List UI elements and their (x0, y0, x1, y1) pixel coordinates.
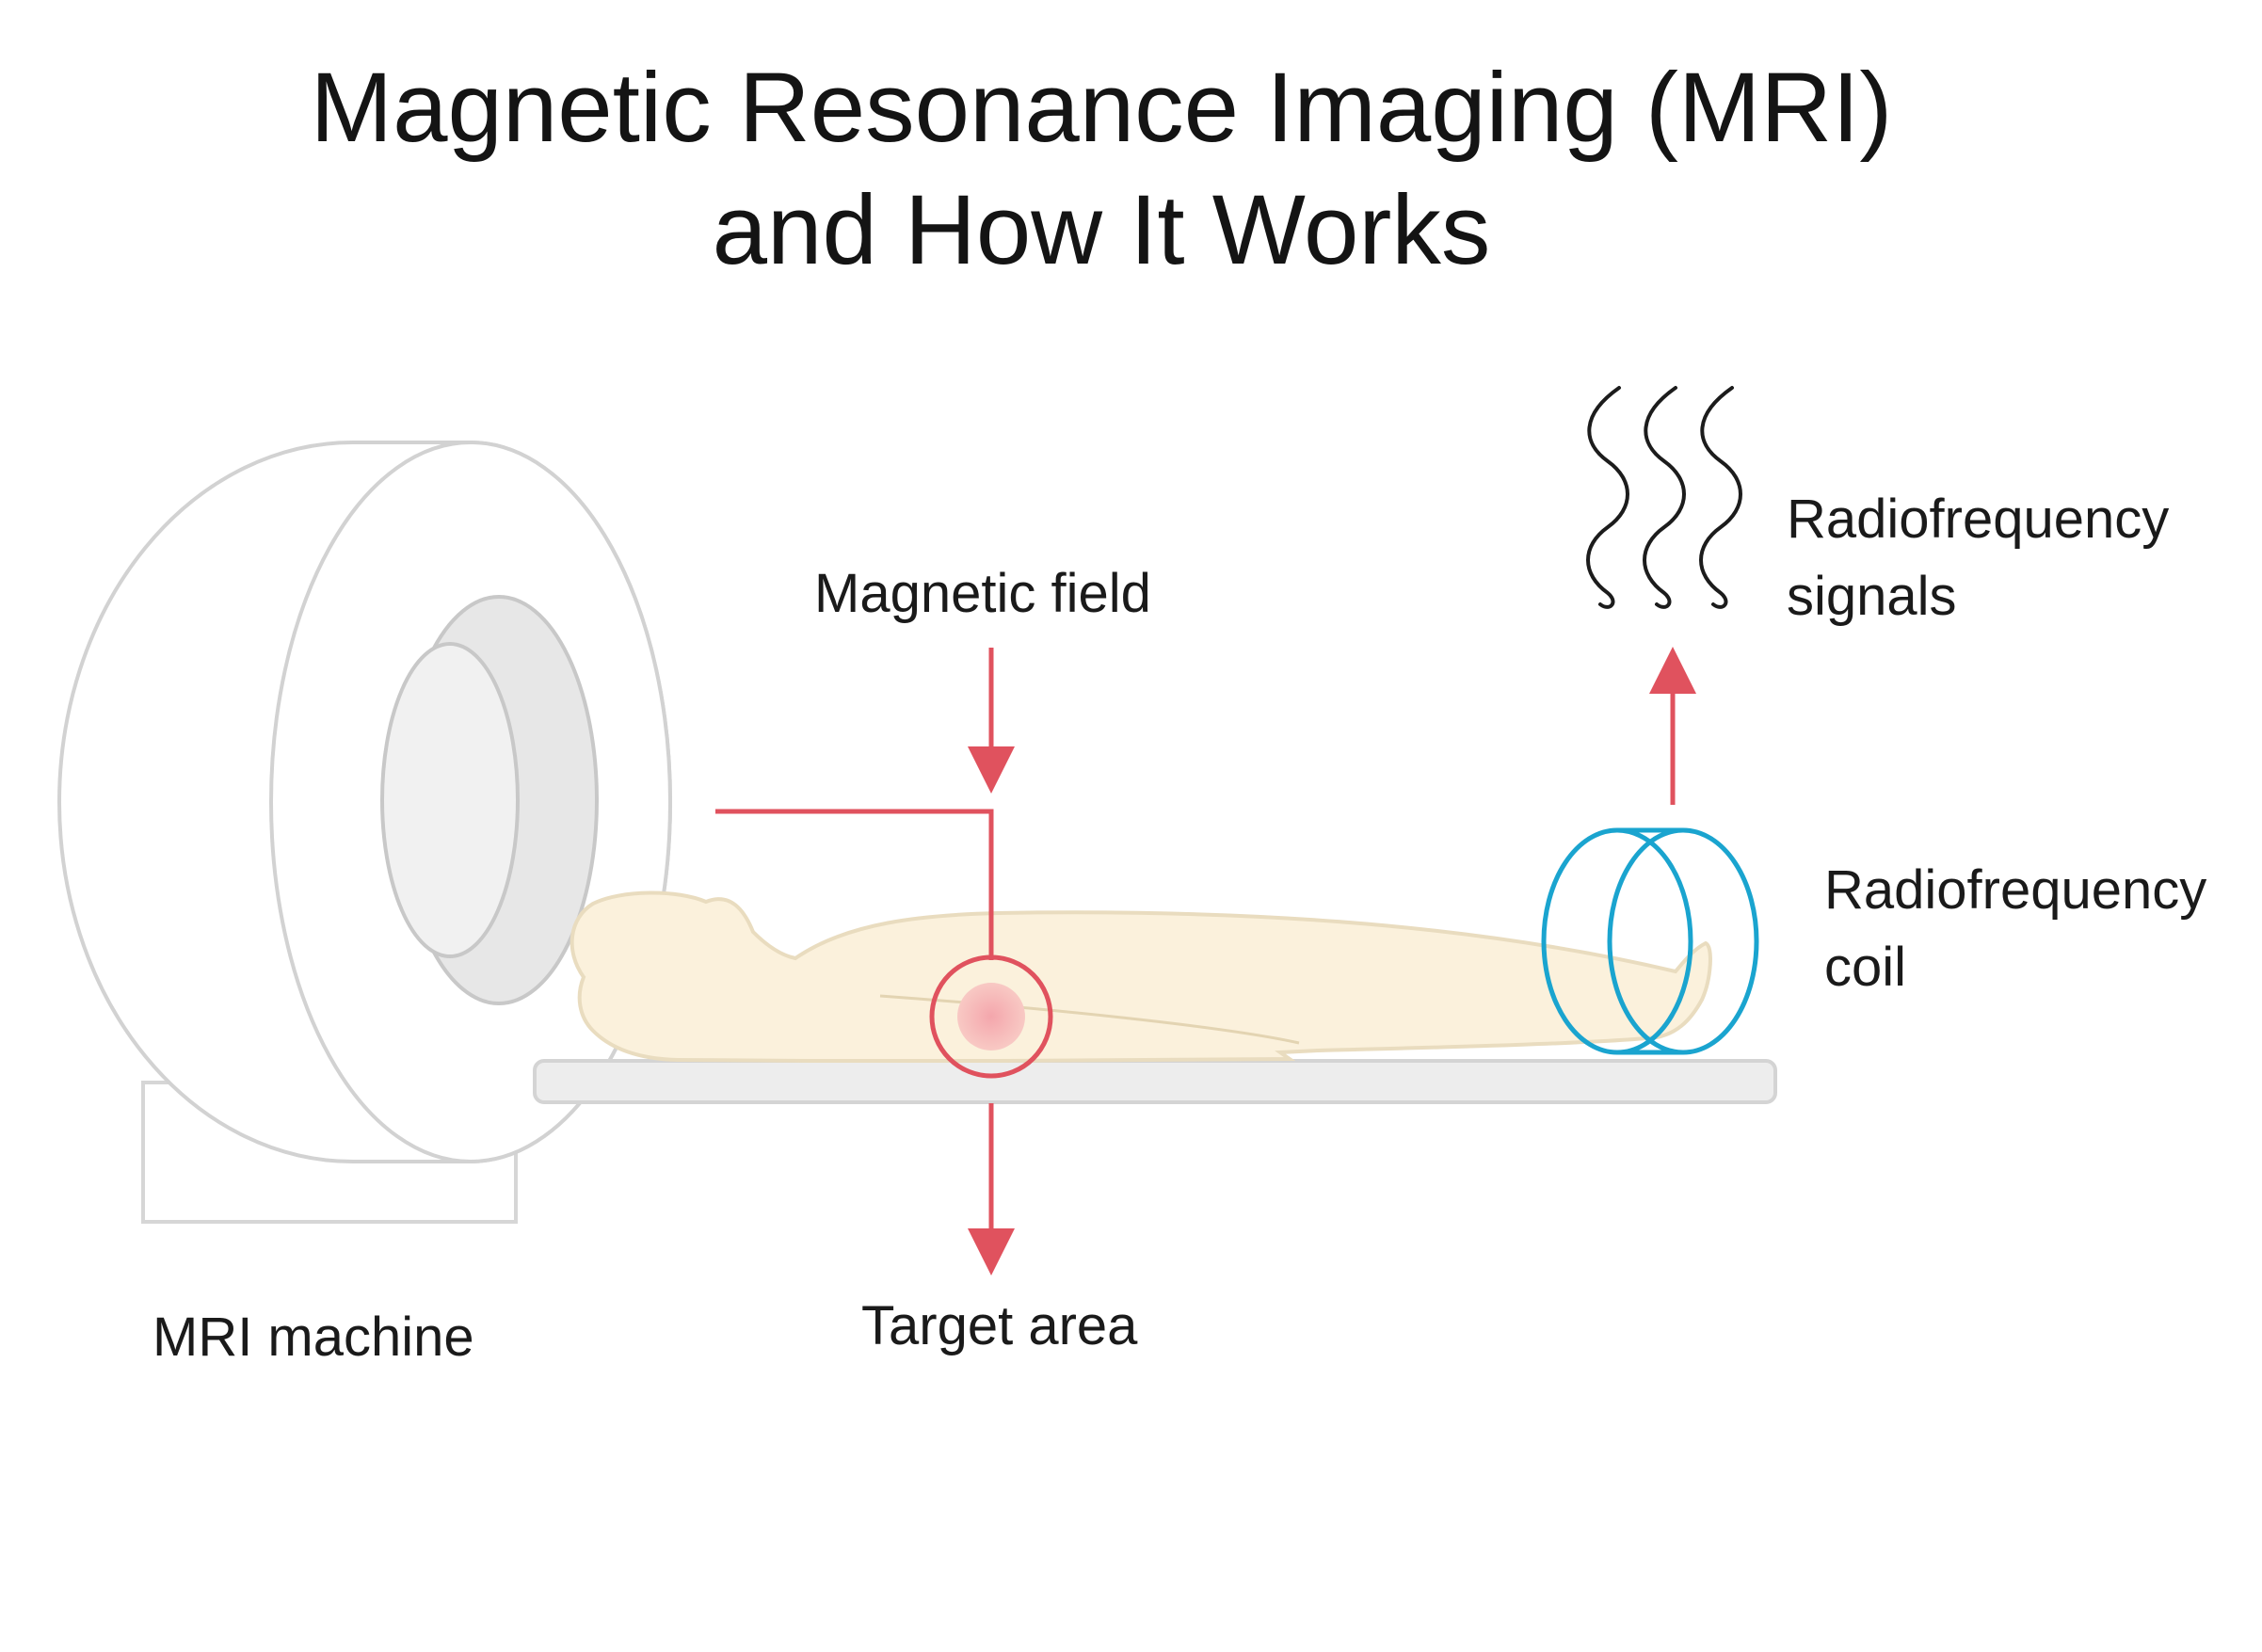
mri-bore-inner (380, 642, 520, 958)
radiofrequency-coil (1541, 827, 1759, 1055)
rf-signals-line-1: Radiofrequency (1787, 489, 2170, 550)
rf-signal-waves (1586, 386, 1742, 609)
rf-wave-2 (1643, 386, 1686, 609)
title-line-2: and How It Works (712, 175, 1491, 285)
mri-machine-label: MRI machine (152, 1299, 474, 1376)
mri-machine-text: MRI machine (152, 1307, 474, 1368)
patient-arm-line (879, 994, 1300, 1045)
target-area-ring (929, 954, 1053, 1079)
diagram-title: Magnetic Resonance Imaging (MRI) and How… (0, 47, 2203, 292)
rf-signals-line-2: signals (1787, 566, 1957, 627)
target-area-glow (957, 983, 1025, 1051)
patient-table (533, 1059, 1777, 1104)
patient-silhouette (570, 890, 1712, 1063)
rf-coil-label: Radiofrequency coil (1824, 852, 2206, 1006)
magnetic-field-indicator (715, 648, 1015, 1275)
rf-coil-line-2: coil (1824, 937, 1907, 998)
mri-machine (57, 441, 672, 1224)
rf-wave-3 (1699, 386, 1742, 609)
target-area (929, 954, 1053, 1079)
rf-coil-line-1: Radiofrequency (1824, 859, 2207, 921)
rf-signals-label: Radiofrequency signals (1787, 481, 2169, 635)
magnetic-field-label: Magnetic field (814, 555, 1151, 633)
magnetic-field-bracket (715, 809, 994, 960)
title-line-1: Magnetic Resonance Imaging (MRI) (310, 53, 1893, 163)
rf-wave-1 (1586, 386, 1629, 609)
target-area-label: Target area (861, 1288, 1137, 1365)
magnetic-field-text: Magnetic field (814, 563, 1151, 624)
patient-body (570, 890, 1712, 1063)
target-area-text: Target area (861, 1295, 1138, 1356)
